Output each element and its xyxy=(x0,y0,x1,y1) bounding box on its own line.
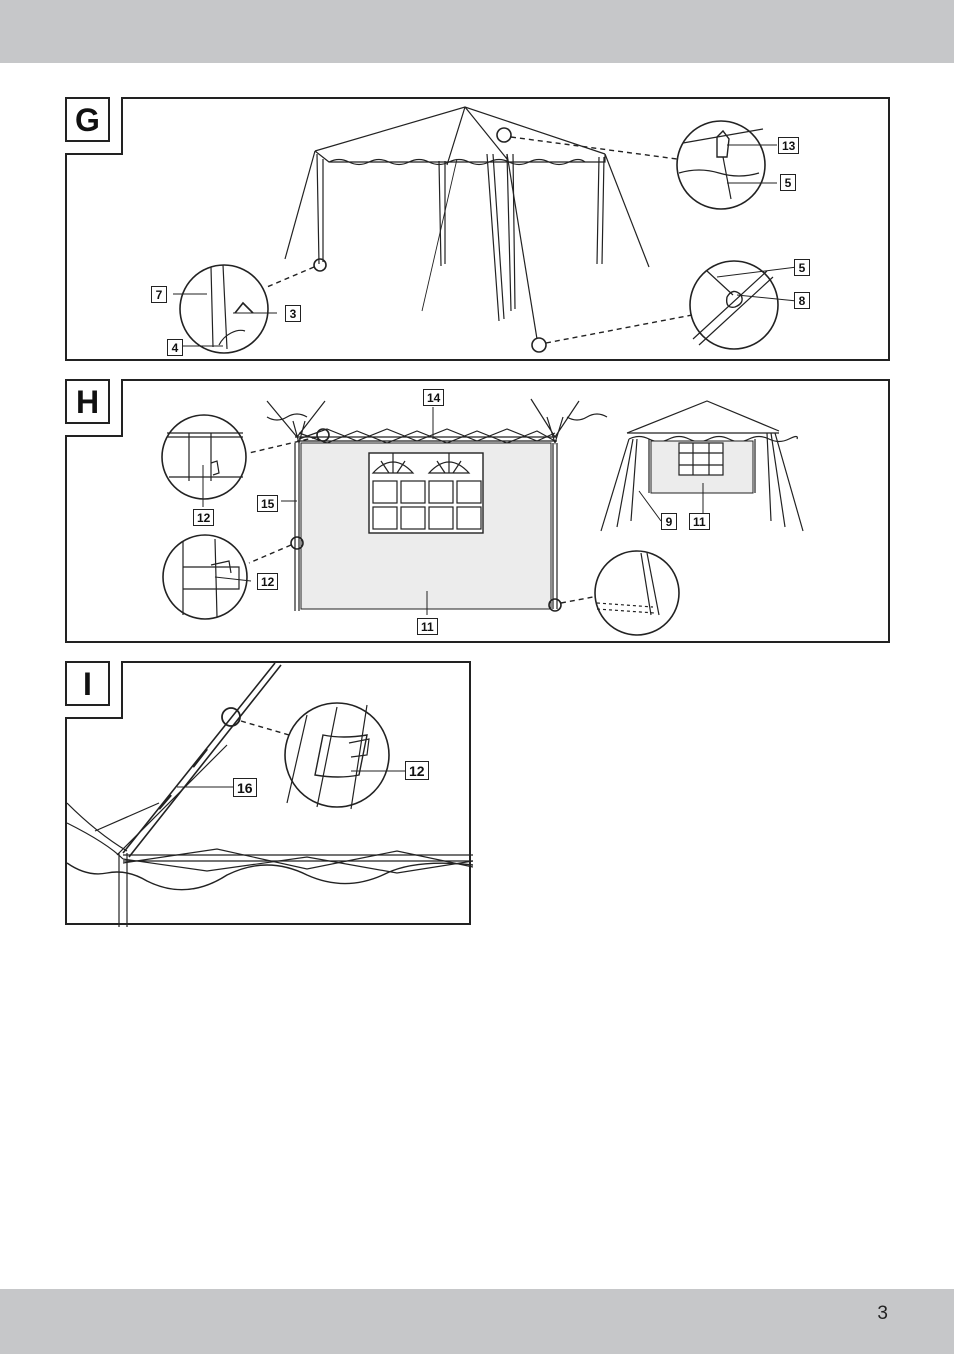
callout-11-main: 11 xyxy=(417,618,438,635)
panel-h-letter: H xyxy=(65,379,110,424)
callout-11-small: 11 xyxy=(689,513,710,530)
panel-i-letter: I xyxy=(65,661,110,706)
footer-band xyxy=(0,1289,954,1354)
figure-h-side-wall xyxy=(67,381,892,645)
callout-7: 7 xyxy=(151,286,167,303)
callout-12: 12 xyxy=(405,761,429,780)
callout-13: 13 xyxy=(778,137,799,154)
page-number: 3 xyxy=(877,1303,888,1325)
panel-h-tab: H xyxy=(65,379,123,437)
callout-5-bottom: 5 xyxy=(794,259,810,276)
callout-4: 4 xyxy=(167,339,183,356)
panel-g-letter: G xyxy=(65,97,110,142)
callout-14: 14 xyxy=(423,389,444,406)
callout-12-middle: 12 xyxy=(257,573,278,590)
callout-12-top: 12 xyxy=(193,509,214,526)
callout-15: 15 xyxy=(257,495,278,512)
callout-3: 3 xyxy=(285,305,301,322)
header-band xyxy=(0,0,954,63)
figure-g-gazebo-stakes xyxy=(67,99,892,363)
callout-8: 8 xyxy=(794,292,810,309)
panel-g-tab: G xyxy=(65,97,123,155)
callout-9: 9 xyxy=(661,513,677,530)
panel-h: H 14 12 15 12 11 9 11 xyxy=(65,379,890,643)
panel-i: I 16 12 xyxy=(65,661,471,925)
callout-16: 16 xyxy=(233,778,257,797)
callout-5-top: 5 xyxy=(780,174,796,191)
figure-i-roof-strap xyxy=(67,663,473,927)
panel-i-tab: I xyxy=(65,661,123,719)
panel-g: G 13 5 5 8 7 3 4 xyxy=(65,97,890,361)
